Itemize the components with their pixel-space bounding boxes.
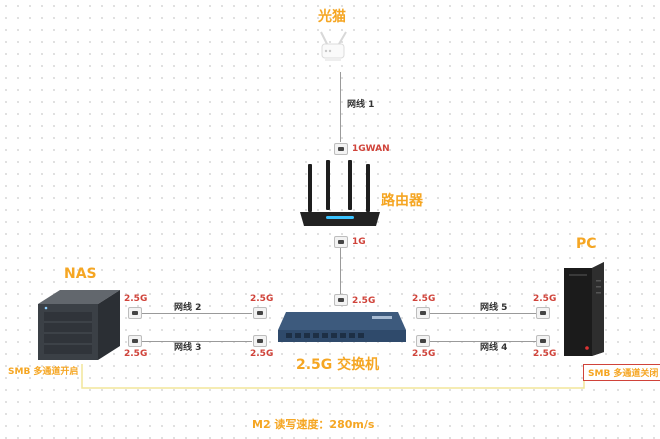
cable2-label: 网线 2 xyxy=(174,303,202,313)
switch-icon xyxy=(278,312,406,342)
nas-label: NAS xyxy=(64,266,97,282)
switch-right-port1-label: 2.5G xyxy=(412,294,436,304)
cable5-label: 网线 5 xyxy=(480,303,508,313)
cable1-label: 网线 1 xyxy=(347,100,375,110)
pc-smb-note: SMB 多通道关闭 xyxy=(583,364,660,381)
modem-label: 光猫 xyxy=(318,9,346,25)
pc-port1-icon xyxy=(536,307,550,319)
switch-right-port1-icon xyxy=(416,307,430,319)
nas-port2-icon xyxy=(128,335,142,347)
cable3-label: 网线 3 xyxy=(174,343,202,353)
router-lan-port-icon xyxy=(334,236,348,248)
cable-switch-pc-top xyxy=(430,313,536,314)
nas-smb-note: SMB 多通道开启 xyxy=(8,367,79,377)
switch-uplink-port-icon xyxy=(334,294,348,306)
switch-left-port2-icon xyxy=(253,335,267,347)
switch-left-port1-label: 2.5G xyxy=(250,294,274,304)
switch-right-port2-icon xyxy=(416,335,430,347)
pc-icon xyxy=(564,262,604,356)
modem-icon xyxy=(320,31,347,61)
nas-port2-label: 2.5G xyxy=(124,349,148,359)
router-lan-port-label: 1G xyxy=(352,237,366,247)
cable-nas-switch-top xyxy=(142,313,252,314)
switch-left-port2-label: 2.5G xyxy=(250,349,274,359)
cable-switch-pc-bottom xyxy=(430,341,536,342)
cable-router-switch xyxy=(340,244,341,296)
router-icon xyxy=(300,160,380,226)
pc-port2-label: 2.5G xyxy=(533,349,557,359)
nas-port1-icon xyxy=(128,307,142,319)
nas-port1-label: 2.5G xyxy=(124,294,148,304)
pc-port2-icon xyxy=(536,335,550,347)
switch-label: 2.5G 交换机 xyxy=(296,357,380,373)
cable-modem-router xyxy=(340,72,341,142)
switch-right-port2-label: 2.5G xyxy=(412,349,436,359)
router-wan-port-icon xyxy=(334,143,348,155)
switch-uplink-port-label: 2.5G xyxy=(352,296,376,306)
speed-path-line xyxy=(81,364,585,389)
cable-nas-switch-bottom xyxy=(142,341,252,342)
pc-port1-label: 2.5G xyxy=(533,294,557,304)
router-label: 路由器 xyxy=(381,193,423,209)
pc-label: PC xyxy=(576,236,597,252)
switch-left-port1-icon xyxy=(253,307,267,319)
router-wan-port-label: 1GWAN xyxy=(352,144,390,154)
speed-note: M2 读写速度：280m/s xyxy=(252,418,375,431)
nas-icon xyxy=(38,290,120,360)
cable4-label: 网线 4 xyxy=(480,343,508,353)
